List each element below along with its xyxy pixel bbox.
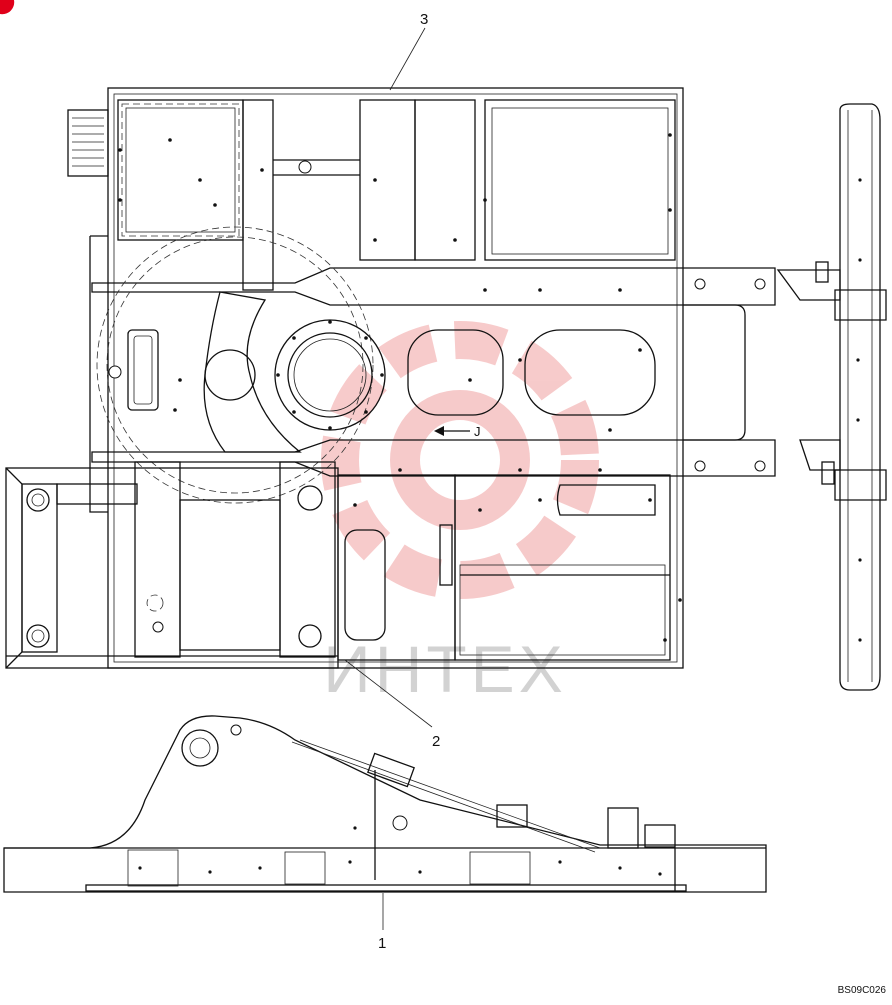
svg-text:2: 2 xyxy=(432,733,440,750)
watermark-logo xyxy=(321,321,599,599)
view-arrow-label: J xyxy=(474,424,481,439)
svg-text:3: 3 xyxy=(420,11,428,28)
left-side-deck xyxy=(5,461,339,669)
lower-frame-side-view xyxy=(3,715,767,893)
callout-2: 2 xyxy=(344,659,440,750)
svg-text:1: 1 xyxy=(378,935,386,952)
frame-side-view xyxy=(776,103,887,691)
callout-3: 3 xyxy=(389,11,428,91)
corner-mark xyxy=(0,0,15,15)
watermark-text: ИНТЕХ xyxy=(323,632,566,706)
drawing-code: BS09C026 xyxy=(838,985,887,996)
callout-1: 1 xyxy=(378,893,386,952)
